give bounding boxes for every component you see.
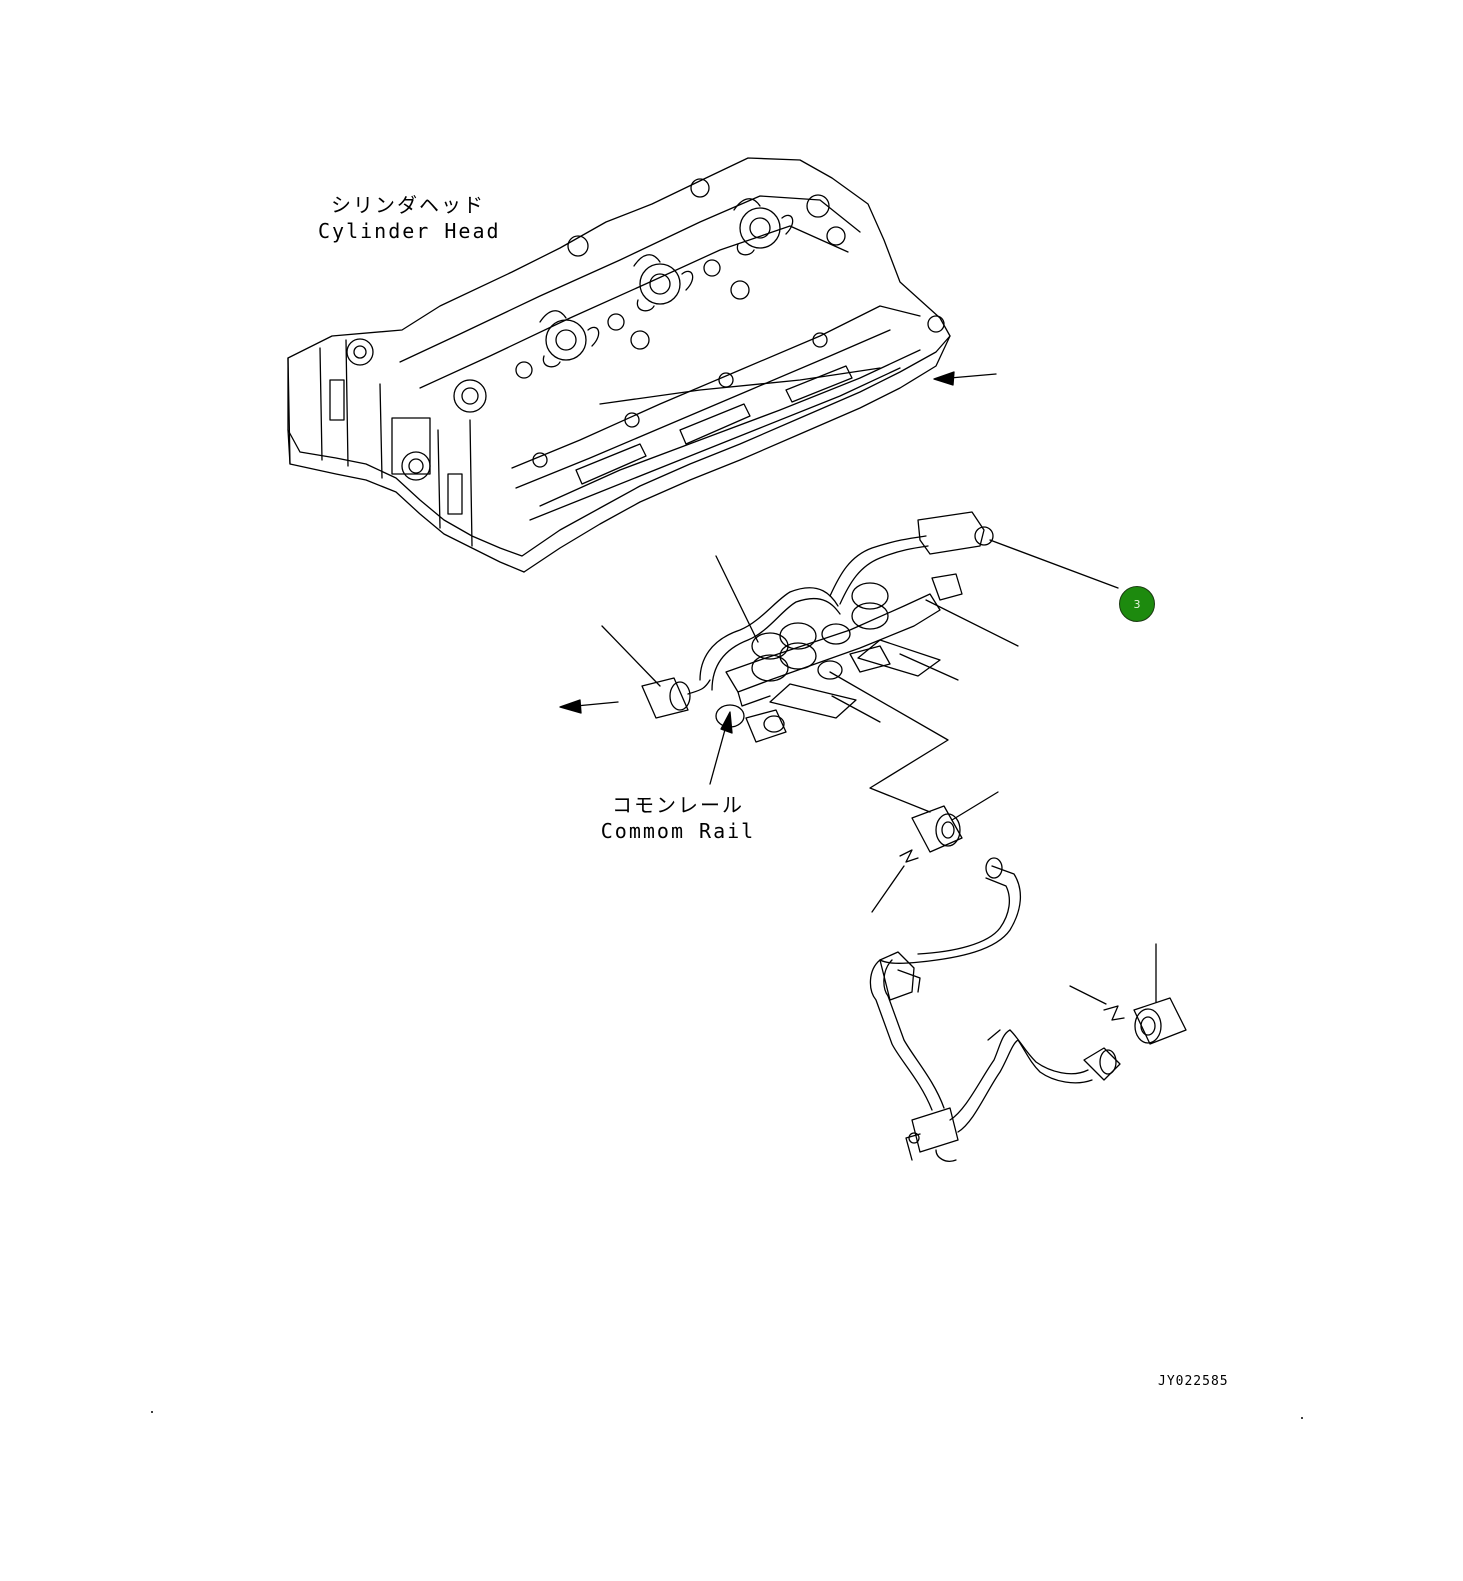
plug-right-drawing xyxy=(1134,998,1186,1044)
leader-sensor xyxy=(926,600,1018,646)
fuel-pipe-drawing xyxy=(870,858,1120,1161)
leader-bracket-2 xyxy=(832,696,880,722)
common-rail-label-en: Commom Rail xyxy=(600,819,756,843)
leader-left-plug xyxy=(602,626,660,686)
common-rail-arrow-head xyxy=(721,712,732,733)
cylinder-head-label: シリンダヘッド Cylinder Head xyxy=(318,192,501,244)
cylinder-head-label-en: Cylinder Head xyxy=(318,219,501,243)
plug-middle-drawing xyxy=(912,806,962,852)
cylinder-head-label-jp: シリンダヘッド xyxy=(331,193,485,217)
clip-2 xyxy=(1104,1006,1124,1020)
leader-common-rail xyxy=(710,726,726,784)
drawing-id: JY022585 xyxy=(1158,1374,1229,1389)
callout-number: 3 xyxy=(1133,597,1141,611)
head-arrow-line xyxy=(950,374,996,378)
leader-callout-3 xyxy=(990,540,1118,588)
callout-badge[interactable]: 3 xyxy=(1119,586,1155,622)
leader-clip-2 xyxy=(1070,986,1106,1004)
left-arrow-line xyxy=(576,702,618,706)
leader-bracket-1 xyxy=(900,654,958,680)
common-rail-drawing xyxy=(642,512,993,812)
dot-right xyxy=(1301,1417,1303,1419)
common-rail-label: コモンレール Commom Rail xyxy=(598,792,758,844)
leader-rail-top xyxy=(716,556,758,642)
left-arrow-head xyxy=(560,700,581,713)
dot-left xyxy=(151,1411,153,1413)
leader-plug-middle xyxy=(952,792,998,820)
common-rail-label-jp: コモンレール xyxy=(612,793,744,817)
clip-1 xyxy=(900,850,918,862)
leader-clip-1 xyxy=(872,866,904,912)
head-arrow-head xyxy=(934,372,954,385)
cylinder-head-drawing xyxy=(288,158,950,572)
